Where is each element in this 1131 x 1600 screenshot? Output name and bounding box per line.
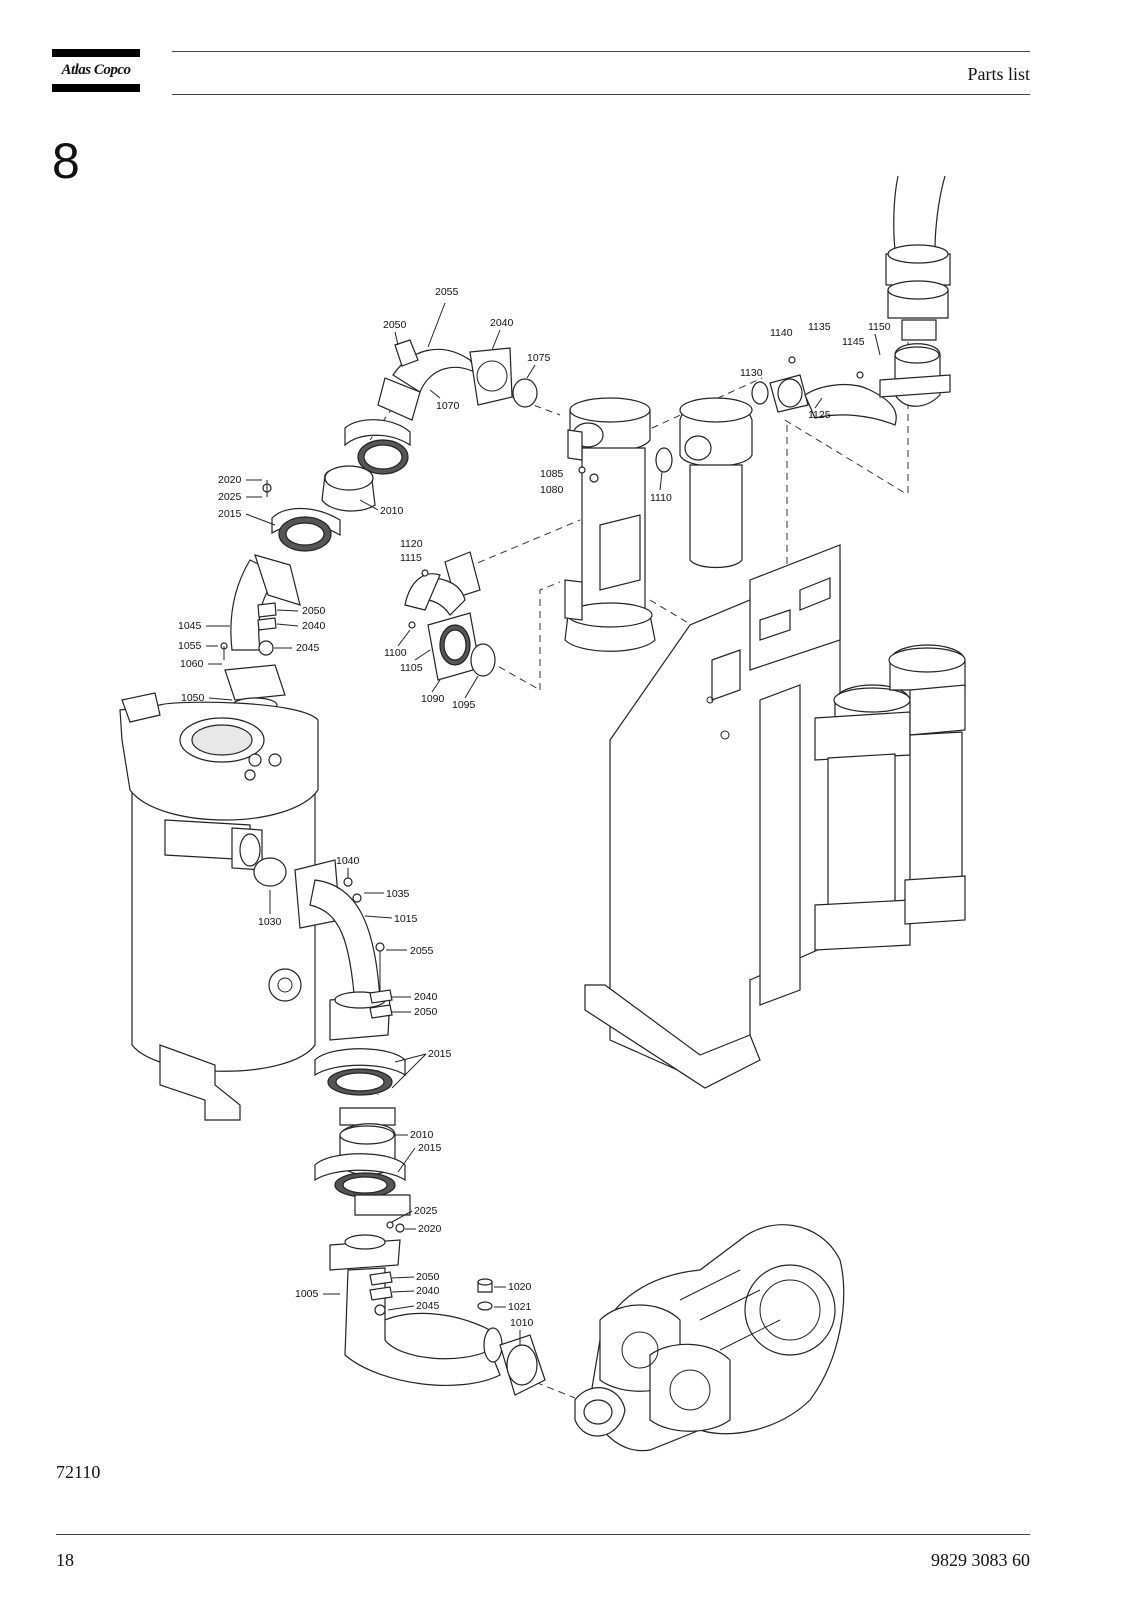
- lower-inlet-pipe: [329, 1234, 503, 1387]
- callout-label: 1135: [808, 321, 831, 333]
- page-number: 18: [56, 1550, 74, 1570]
- filter-cartridge: [655, 397, 753, 569]
- callout-label: 2015: [428, 1048, 452, 1060]
- callout-label: 1095: [452, 699, 476, 711]
- header-title: Parts list: [967, 64, 1030, 84]
- callout-label: 1010: [510, 1317, 534, 1329]
- callout-label: 1085: [540, 468, 564, 480]
- lower-coupling-assembly: [314, 1048, 411, 1233]
- callout-label: 1120: [400, 538, 423, 550]
- logo-bar-top: [52, 49, 140, 57]
- callout-label: 2040: [490, 317, 514, 329]
- callout-label: 2040: [414, 991, 438, 1003]
- callout-label: 1115: [400, 552, 422, 564]
- callout-label: 2020: [418, 1223, 442, 1235]
- callout-label: 2010: [410, 1129, 434, 1141]
- atlas-copco-logo: Atlas Copco: [52, 49, 140, 93]
- callout-label: 2045: [416, 1300, 440, 1312]
- callout-label: 2050: [302, 605, 326, 617]
- callout-label: 1055: [178, 640, 202, 652]
- separator-tank: [119, 692, 319, 1121]
- separator-housing: [564, 397, 656, 652]
- header-rule-top: [172, 51, 1030, 52]
- callout-label: 1110: [650, 492, 672, 504]
- check-valve-parts: [477, 1278, 546, 1396]
- callout-label: 2015: [418, 1142, 442, 1154]
- callout-label: 1015: [394, 913, 418, 925]
- callout-label: 1145: [842, 336, 865, 348]
- footer-rule: [56, 1534, 1030, 1535]
- callout-label: 1130: [740, 367, 763, 379]
- support-frame: [584, 544, 841, 1089]
- callout-label: 1080: [540, 484, 564, 496]
- logo-wordmark: Atlas Copco: [61, 62, 131, 78]
- tank-outlet-elbow: [294, 859, 393, 1041]
- callout-label: 1140: [770, 327, 793, 339]
- callout-label: 1020: [508, 1281, 532, 1293]
- upper-pipe-clamp: [885, 175, 951, 341]
- callout-label: 2055: [410, 945, 434, 957]
- left-elbow-pipe: [220, 554, 301, 713]
- right-elbow-assembly: [751, 343, 951, 426]
- callout-label: 1050: [181, 692, 205, 704]
- callout-label: 2025: [218, 491, 242, 503]
- callout-label: 2050: [383, 319, 407, 331]
- callout-label: 1075: [527, 352, 551, 364]
- callout-label: 2050: [416, 1271, 440, 1283]
- callout-label: 1150: [868, 321, 891, 333]
- callout-labels: 2055 2050 2040 1075 1070 1140 1135 1145 …: [178, 286, 891, 1346]
- callout-label: 2015: [218, 508, 242, 520]
- callout-label: 2020: [218, 474, 242, 486]
- callout-label: 1125: [808, 409, 831, 421]
- callout-label: 1005: [295, 1288, 319, 1300]
- callout-label: 1090: [421, 693, 445, 705]
- mid-elbow-assembly: [404, 551, 496, 681]
- upper-coupling-assembly: [262, 419, 411, 552]
- compressor-element: [574, 1224, 845, 1452]
- callout-label: 1021: [508, 1301, 532, 1313]
- callout-label: 1040: [336, 855, 360, 867]
- callout-label: 1060: [180, 658, 204, 670]
- callout-label: 1100: [384, 647, 407, 659]
- callout-label: 1045: [178, 620, 202, 632]
- callout-label: 1035: [386, 888, 410, 900]
- callout-label: 2050: [414, 1006, 438, 1018]
- callout-label: 2025: [414, 1205, 438, 1217]
- section-number: 8: [52, 133, 80, 189]
- callout-label: 2055: [435, 286, 459, 298]
- callout-label: 2010: [380, 505, 404, 517]
- upper-elbow-assembly: [377, 302, 538, 421]
- cooler-units: [814, 644, 966, 951]
- callout-label: 1105: [400, 662, 423, 674]
- callout-label: 2040: [416, 1285, 440, 1297]
- callout-label: 1070: [436, 400, 460, 412]
- callout-label: 2040: [302, 620, 326, 632]
- figure-id: 72110: [56, 1462, 101, 1482]
- header-rule-bottom: [172, 94, 1030, 95]
- callout-label: 1030: [258, 916, 282, 928]
- document-number: 9829 3083 60: [931, 1550, 1030, 1570]
- callout-label: 2045: [296, 642, 320, 654]
- logo-bar-bottom: [52, 84, 140, 92]
